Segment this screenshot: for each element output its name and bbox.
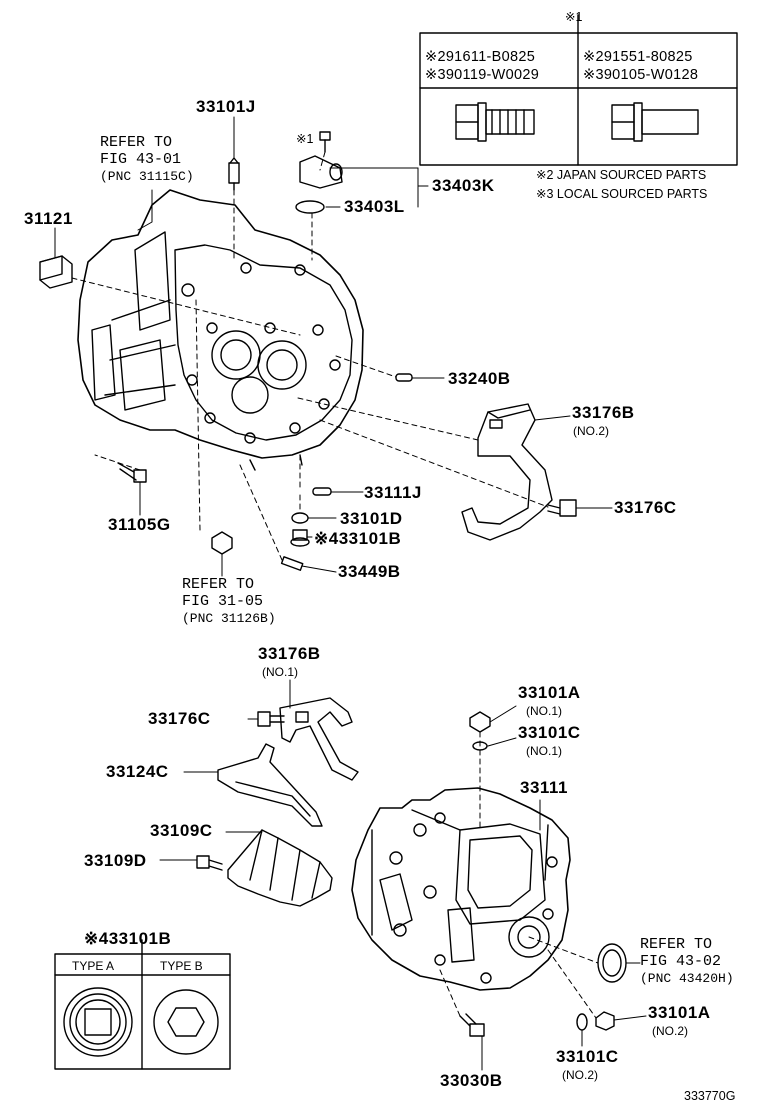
sleeve-33403K	[299, 155, 343, 189]
label-33176B-top: 33176B	[572, 403, 635, 422]
label-33111: 33111	[520, 778, 568, 797]
leader-lines-upper	[54, 116, 613, 577]
label-33101A-no2: (NO.2)	[652, 1024, 688, 1038]
flange-bolt-left	[455, 102, 535, 142]
ref-fig-43-02: REFER TO FIG 43-02 (PNC 43420H)	[640, 936, 734, 987]
bolt-left-japan-number: ※291611-B0825	[425, 49, 536, 65]
note-japan-sourced: ※2 JAPAN SOURCED PARTS	[536, 168, 707, 182]
bolt-table-header: ※1	[565, 10, 583, 24]
label-33109D: 33109D	[84, 851, 147, 870]
plug-31126B	[211, 531, 233, 555]
label-33176B-mid: 33176B	[258, 644, 321, 663]
bolt-31105G	[117, 462, 147, 483]
transaxle-housing-front	[77, 189, 364, 471]
bushing-31121	[39, 255, 73, 289]
bolt-right-japan-number: ※291551-80825	[583, 49, 693, 65]
switch-33101J	[228, 157, 240, 191]
leader-lines-lower	[481, 705, 647, 1071]
label-33240B: 33240B	[448, 369, 511, 388]
pin-33111J	[312, 487, 332, 496]
bolt-33109D	[196, 855, 223, 871]
note-local-sourced: ※3 LOCAL SOURCED PARTS	[536, 187, 708, 201]
label-33101D: 33101D	[340, 509, 403, 528]
label-33176C-top: 33176C	[614, 498, 677, 517]
label-33109C: 33109C	[150, 821, 213, 840]
o-ring-33403L	[295, 200, 325, 214]
guide-lines-lower	[439, 731, 599, 1019]
ref-fig-43-01: REFER TO FIG 43-01 (PNC 31115C)	[100, 134, 194, 185]
pin-33240B	[395, 373, 413, 382]
gasket-33101D	[291, 512, 309, 524]
oil-seal-43420H	[597, 943, 627, 983]
label-33101C-top: 33101C	[518, 723, 581, 742]
label-mark1: ※1	[296, 132, 314, 146]
bolt-mark1	[319, 131, 331, 153]
label-33030B: 33030B	[440, 1071, 503, 1090]
ref-fig-31-05-line2: FIG 31-05	[182, 593, 264, 610]
label-33101C-no1: (NO.1)	[526, 744, 562, 758]
bolt-table	[419, 14, 738, 166]
plug-33101A-no1	[469, 711, 491, 733]
type-a-label: TYPE A	[72, 959, 115, 973]
bolt-33030B	[459, 1013, 485, 1037]
label-33101C-bot: 33101C	[556, 1047, 619, 1066]
ref-fig-31-05-line1: REFER TO	[182, 576, 255, 593]
ref-fig-31-05: REFER TO FIG 31-05 (PNC 31126B)	[182, 576, 276, 627]
bolt-33176C-top	[547, 499, 577, 517]
label-33101B-top: ※433101B	[314, 529, 402, 548]
ref-fig-43-02-pnc: (PNC 43420H)	[640, 971, 734, 986]
bracket-33176B-no1	[279, 697, 359, 781]
label-33176C-mid: 33176C	[148, 709, 211, 728]
label-33176B-no1: (NO.1)	[262, 665, 298, 679]
plug-33101B-top	[290, 529, 310, 547]
plug-33101A-no2	[595, 1011, 615, 1031]
ref-fig-43-02-line2: FIG 43-02	[640, 953, 722, 970]
label-33403L: 33403L	[344, 197, 405, 216]
drawing-id: 333770G	[684, 1089, 736, 1103]
ref-fig-43-01-line1: REFER TO	[100, 134, 173, 151]
label-31121: 31121	[24, 209, 73, 228]
label-33403K: 33403K	[432, 176, 495, 195]
label-33124C: 33124C	[106, 762, 169, 781]
bracket-33176B-no2	[461, 403, 553, 541]
plate-33124C	[217, 743, 323, 827]
label-33111J: 33111J	[364, 483, 422, 502]
guide-lines-upper	[71, 151, 549, 561]
ref-fig-43-01-pnc: (PNC 31115C)	[100, 169, 194, 184]
bolt-right-local-number: ※390105-W0128	[583, 67, 699, 83]
ref-fig-43-02-line1: REFER TO	[640, 936, 713, 953]
transaxle-housing-rear	[351, 787, 571, 991]
cover-33109C	[227, 829, 333, 907]
label-33449B: 33449B	[338, 562, 401, 581]
label-33101C-no2: (NO.2)	[562, 1068, 598, 1082]
plug-type-inset	[54, 939, 231, 1070]
label-33101B-inset: ※433101B	[84, 929, 172, 948]
type-b-label: TYPE B	[160, 959, 203, 973]
ref-fig-31-05-pnc: (PNC 31126B)	[182, 611, 276, 626]
label-31105G: 31105G	[108, 515, 171, 534]
label-33101A-top: 33101A	[518, 683, 581, 702]
gasket-33101C-no2	[576, 1013, 588, 1031]
label-33176B-no2: (NO.2)	[573, 424, 609, 438]
label-33101A-bot: 33101A	[648, 1003, 711, 1022]
leader-lines-middle	[159, 679, 291, 861]
flange-bolt-right	[611, 102, 699, 142]
bolt-left-local-number: ※390119-W0029	[425, 67, 540, 83]
magnet-33449B	[280, 556, 304, 571]
label-33101J: 33101J	[196, 97, 256, 116]
label-33101A-no1: (NO.1)	[526, 704, 562, 718]
ref-fig-43-01-line2: FIG 43-01	[100, 151, 182, 168]
